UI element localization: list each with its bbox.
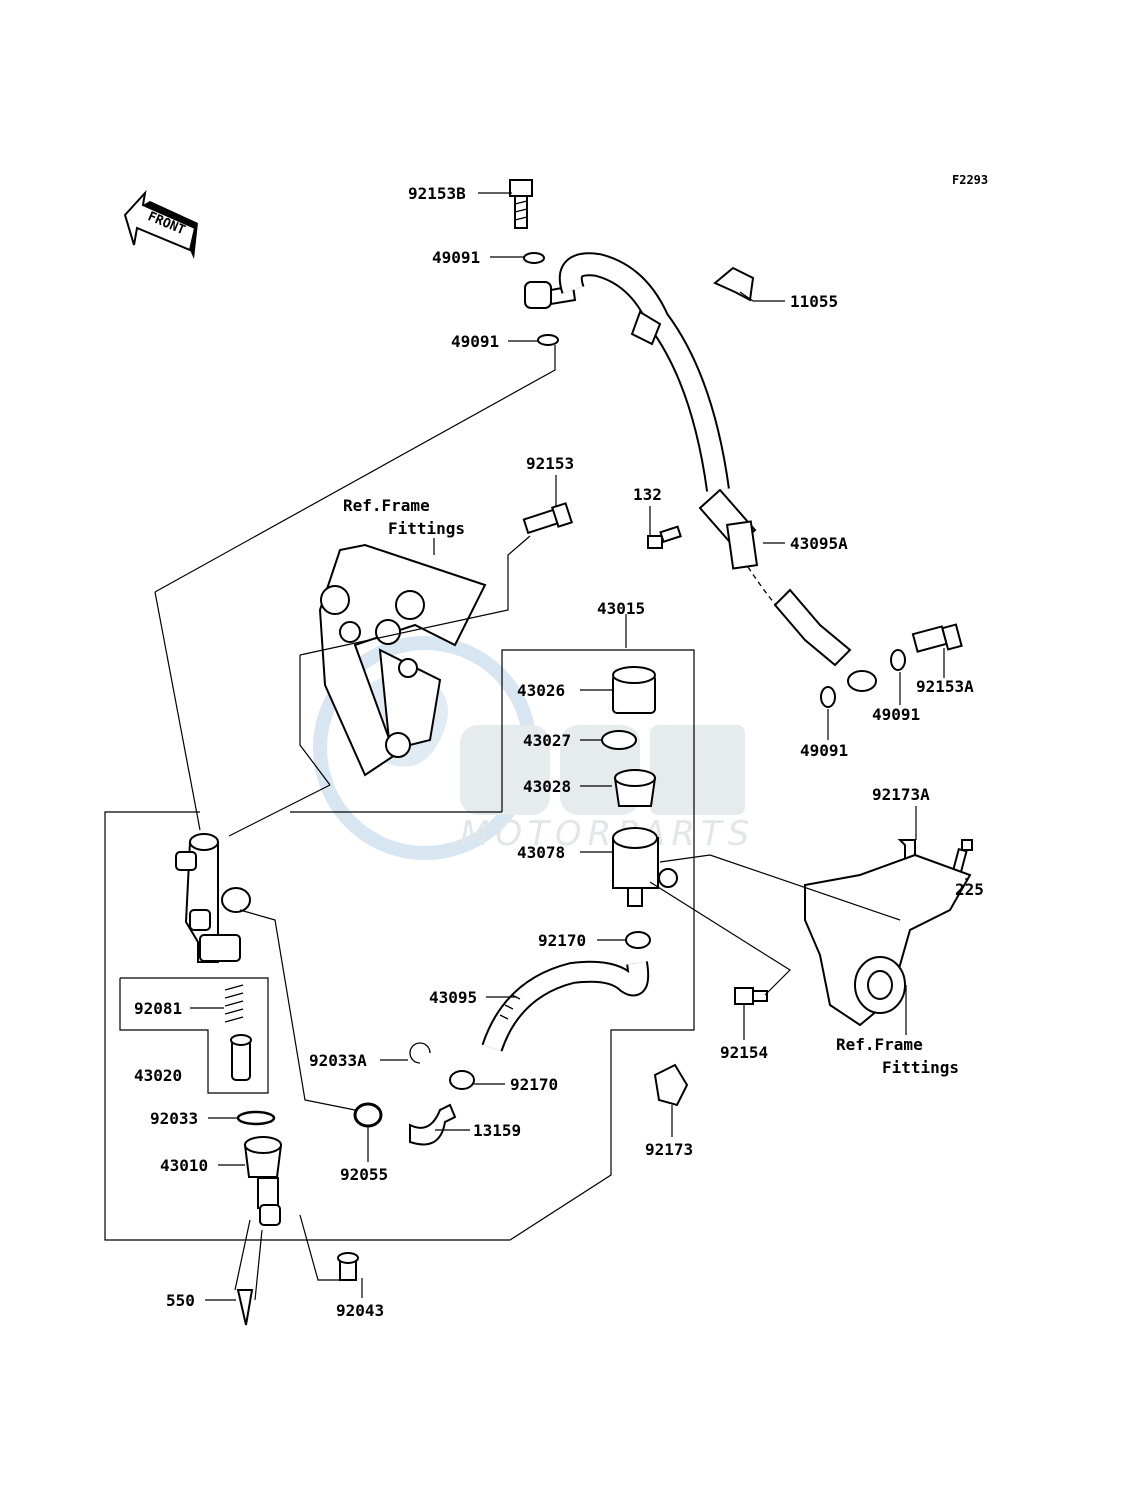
o-ring-92055 [353, 1102, 383, 1128]
diaphragm-43028 [613, 769, 657, 807]
plate-43027 [601, 730, 637, 750]
push-rod-43010 [243, 1136, 283, 1226]
bolt-132 [647, 525, 682, 549]
part-label: 43095 [429, 988, 477, 1007]
part-label: 43078 [517, 843, 565, 862]
reservoir-hose-43095 [481, 960, 650, 1052]
part-label: 43010 [160, 1156, 208, 1175]
part-label: 43020 [134, 1066, 182, 1085]
part-label: 92033 [150, 1109, 198, 1128]
part-label: 92033A [309, 1051, 367, 1070]
washer-49091-lower [537, 334, 559, 346]
part-label: 43015 [597, 599, 645, 618]
piston-43020 [230, 1034, 252, 1081]
label-leaders [190, 192, 967, 1301]
part-label: 13159 [473, 1121, 521, 1140]
clamp-11055 [630, 266, 755, 346]
cotter-pin-550 [236, 1289, 254, 1326]
part-label: 92153 [526, 454, 574, 473]
ref-upper-line1: Ref.Frame [343, 496, 430, 515]
part-label: 43028 [523, 777, 571, 796]
part-labels: 92153B 49091 49091 11055 92153 132 43095… [134, 184, 984, 1320]
circlip-92033 [236, 1110, 276, 1126]
footrest-bracket-lower [804, 853, 972, 1027]
part-label: 92081 [134, 999, 182, 1018]
part-label: 11055 [790, 292, 838, 311]
part-label: 49091 [432, 248, 480, 267]
figure-code: F2293 [952, 173, 988, 187]
washer-49091-right-a [890, 649, 906, 671]
master-cylinder-body [175, 833, 251, 963]
washer-49091-right-b [820, 686, 836, 708]
watermark-text: MOTORPARTS [460, 814, 755, 854]
circlip-92033a [409, 1042, 431, 1064]
bolt-92153a [911, 623, 963, 653]
clip-92170-upper [625, 931, 651, 949]
part-label: 49091 [872, 705, 920, 724]
part-label: 92170 [510, 1075, 558, 1094]
brake-hose-43095a [558, 252, 877, 692]
clip-92170-lower [449, 1070, 475, 1090]
part-label: 225 [955, 880, 984, 899]
part-label: 49091 [451, 332, 499, 351]
part-label: 43027 [523, 731, 571, 750]
ref-lower-line2: Fittings [882, 1058, 959, 1077]
part-label: 92154 [720, 1043, 768, 1062]
part-label: 92173 [645, 1140, 693, 1159]
part-label: 92055 [340, 1165, 388, 1184]
part-label: 550 [166, 1291, 195, 1310]
ref-upper-line2: Fittings [388, 519, 465, 538]
ref-lower-line1: Ref.Frame [836, 1035, 923, 1054]
bolt-92154 [734, 987, 768, 1005]
part-label: 132 [633, 485, 662, 504]
part-label: 92170 [538, 931, 586, 950]
spring-92081 [224, 984, 244, 1023]
pin-92043 [337, 1252, 359, 1281]
bolt-92153 [522, 502, 574, 535]
footrest-bracket-upper [318, 543, 487, 777]
banjo-bolt-92153b [509, 179, 533, 229]
part-label: 92153B [408, 184, 466, 203]
part-label: 92173A [872, 785, 930, 804]
reservoir-43078 [612, 827, 678, 907]
clamp-92173 [653, 1063, 689, 1107]
group-outlines [104, 345, 901, 1301]
ref-frame-lower: Ref.Frame Fittings [836, 1035, 959, 1077]
ref-frame-upper: Ref.Frame Fittings [343, 496, 465, 538]
washer-49091-top [523, 252, 545, 264]
part-label: 92043 [336, 1301, 384, 1320]
part-label: 43026 [517, 681, 565, 700]
part-label: 92153A [916, 677, 974, 696]
reservoir-cap-43026 [612, 666, 656, 714]
hose-joint-13159 [409, 1103, 457, 1146]
part-label: 43095A [790, 534, 848, 553]
front-arrow-icon: FRONT [123, 189, 198, 259]
part-label: 49091 [800, 741, 848, 760]
